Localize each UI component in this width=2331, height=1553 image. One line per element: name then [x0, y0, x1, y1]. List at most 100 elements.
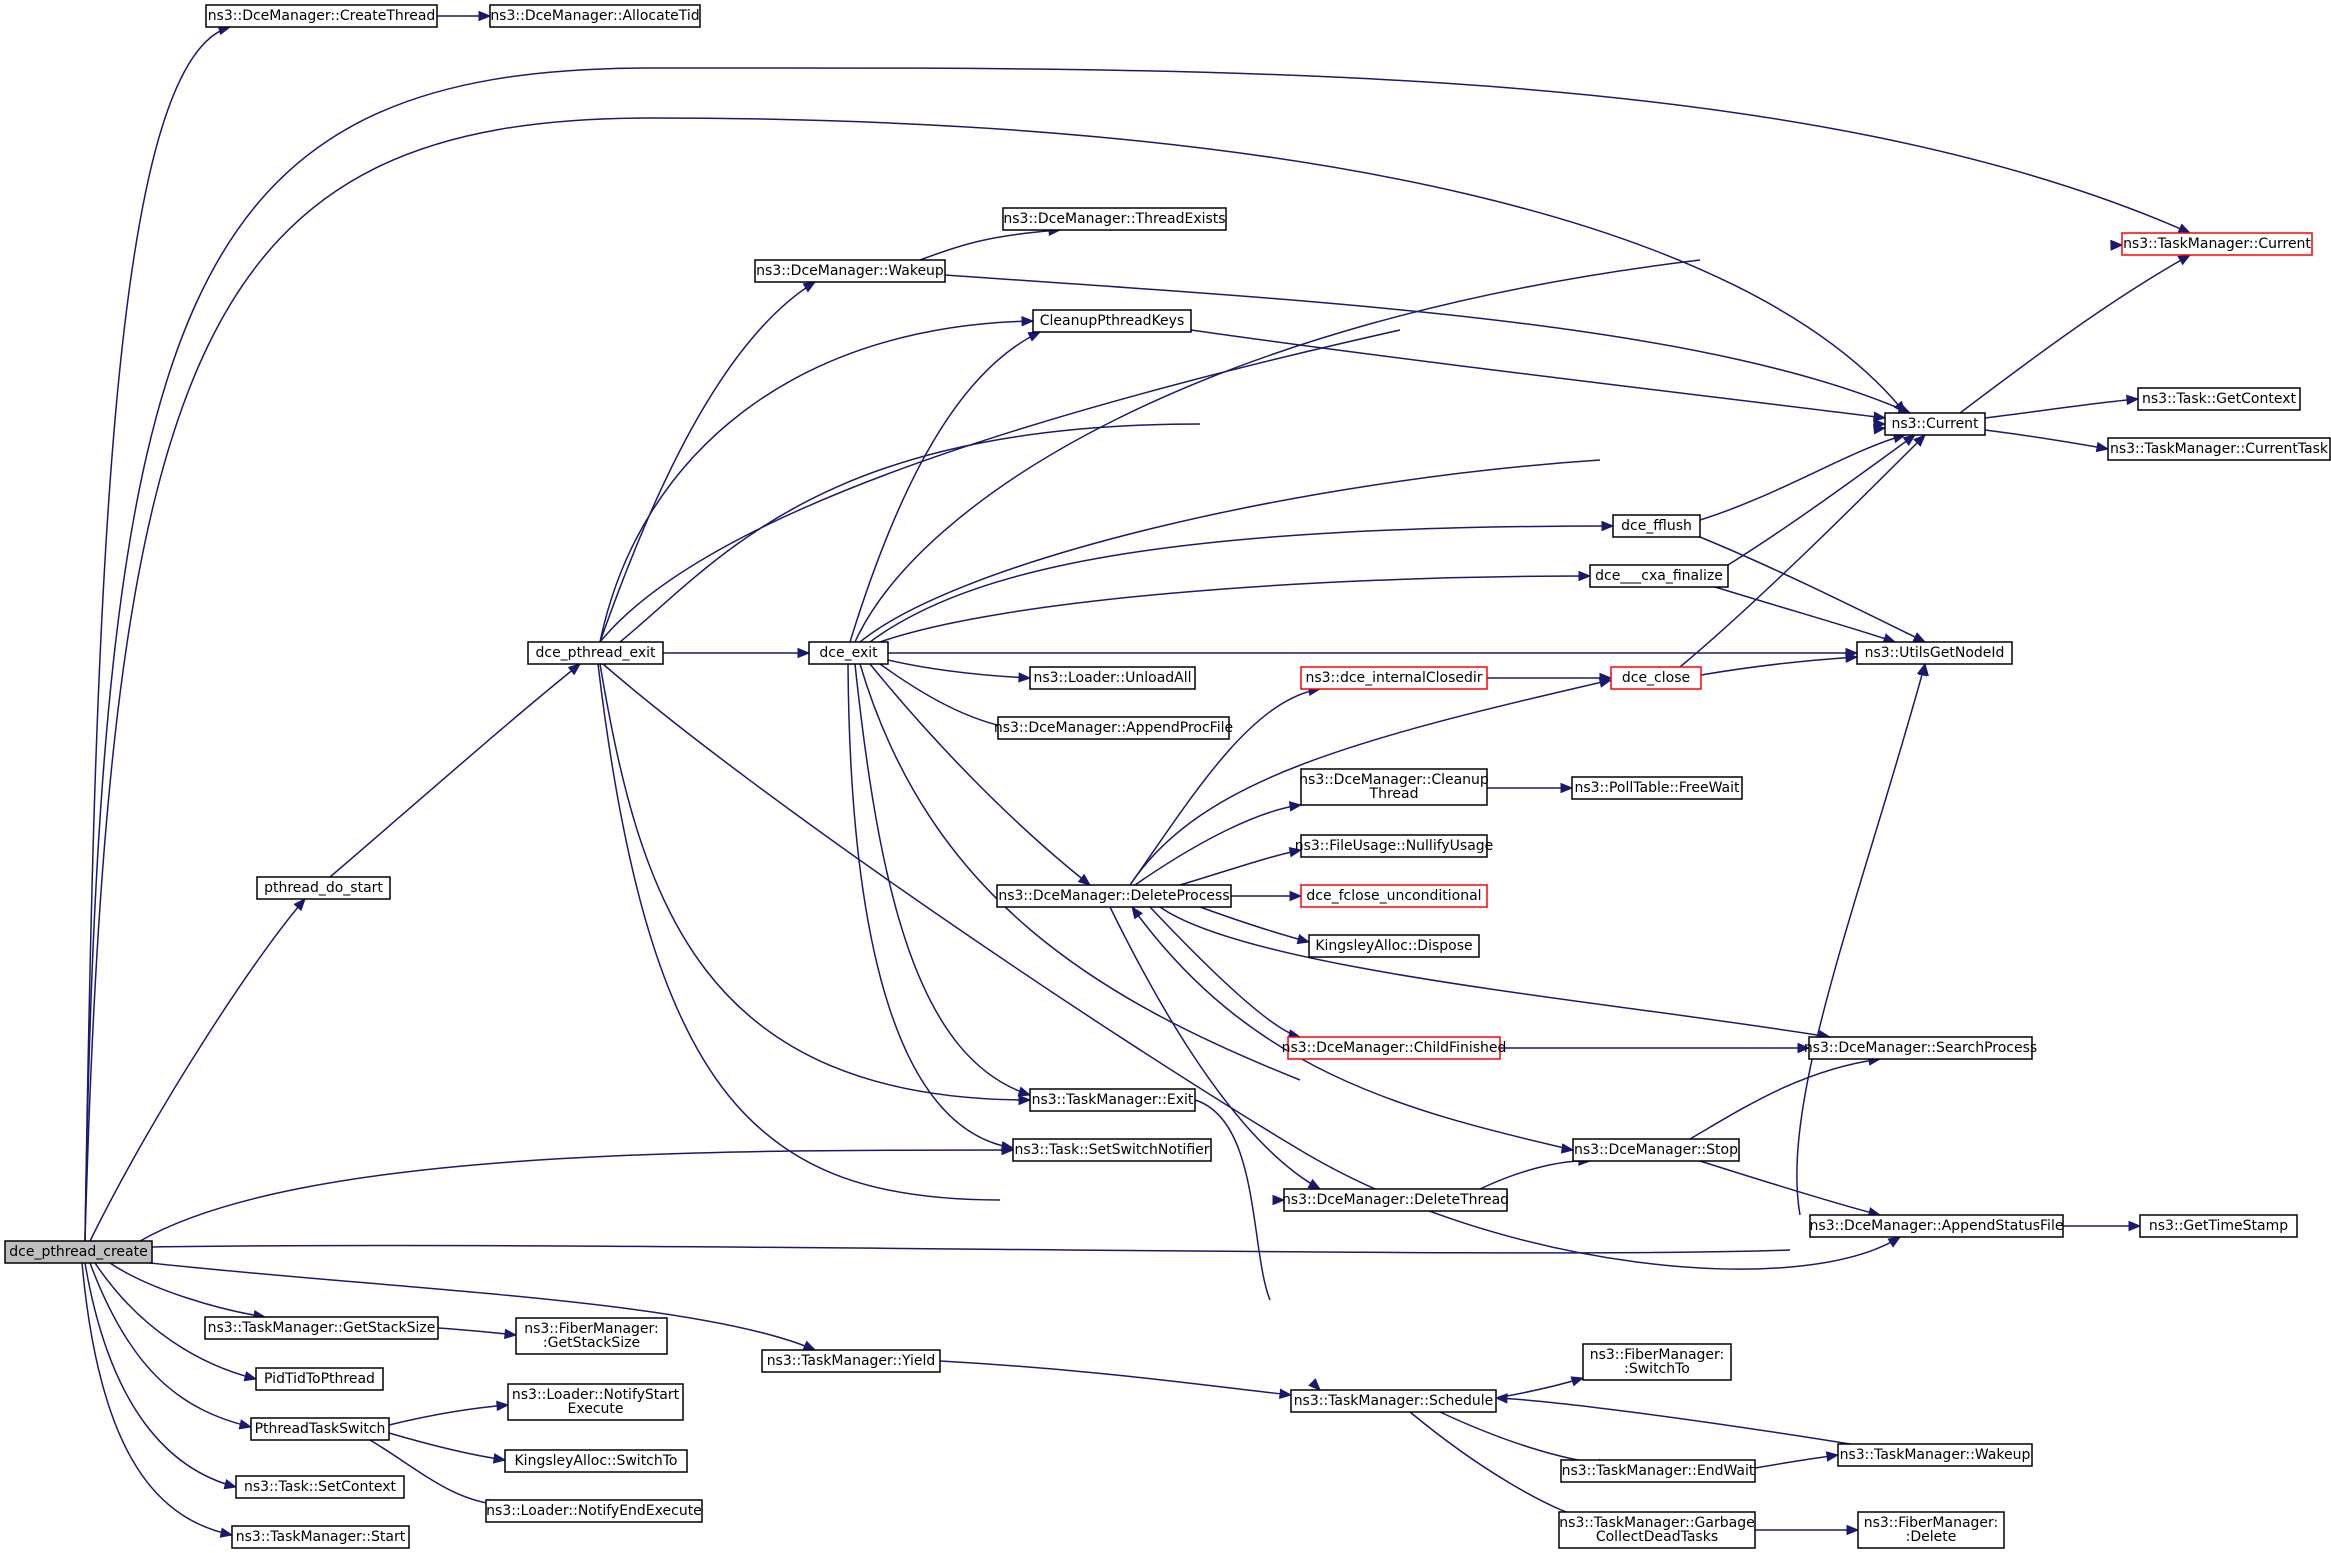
- node-tm-yield[interactable]: ns3::TaskManager::Yield: [761, 1349, 941, 1373]
- node-dce-exit[interactable]: dce_exit: [808, 641, 889, 665]
- node-box[interactable]: [761, 1349, 941, 1373]
- node-box[interactable]: [204, 1316, 439, 1340]
- node-dce-close[interactable]: dce_close: [1610, 666, 1702, 690]
- node-box[interactable]: [504, 1449, 688, 1473]
- node-currenttask[interactable]: ns3::TaskManager::CurrentTask: [2107, 437, 2331, 461]
- node-box[interactable]: [235, 1475, 405, 1499]
- node-unloadall[interactable]: ns3::Loader::UnloadAll: [1029, 666, 1196, 690]
- node-box[interactable]: [2107, 437, 2331, 461]
- node-dm-stop[interactable]: ns3::DceManager::Stop: [1572, 1138, 1740, 1162]
- node-box[interactable]: [1582, 1343, 1732, 1381]
- node-getstacksize[interactable]: ns3::TaskManager::GetStackSize: [204, 1316, 439, 1340]
- node-current[interactable]: ns3::Current: [1884, 412, 1986, 436]
- node-fm-delete[interactable]: ns3::FiberManager::Delete: [1857, 1511, 2005, 1549]
- node-tm-exit[interactable]: ns3::TaskManager::Exit: [1029, 1088, 1196, 1112]
- node-box[interactable]: [1300, 834, 1488, 858]
- node-box[interactable]: [1809, 1214, 2064, 1238]
- node-dce-pthread-exit[interactable]: dce_pthread_exit: [527, 641, 664, 665]
- node-pthreadtaskswitch[interactable]: PthreadTaskSwitch: [250, 1417, 390, 1441]
- node-box[interactable]: [1287, 1036, 1501, 1060]
- node-appendstatusfile[interactable]: ns3::DceManager::AppendStatusFile: [1809, 1214, 2064, 1238]
- node-box[interactable]: [2121, 232, 2313, 256]
- node-box[interactable]: [489, 4, 701, 28]
- node-box[interactable]: [527, 641, 664, 665]
- node-box[interactable]: [1290, 1389, 1497, 1413]
- node-tm-current[interactable]: ns3::TaskManager::Current: [2121, 232, 2313, 256]
- node-box[interactable]: [515, 1317, 668, 1355]
- node-ka-switchto[interactable]: KingsleyAlloc::SwitchTo: [504, 1449, 688, 1473]
- node-box[interactable]: [1571, 776, 1743, 800]
- node-dm-wakeup[interactable]: ns3::DceManager::Wakeup: [754, 259, 946, 283]
- node-getcontext[interactable]: ns3::Task::GetContext: [2137, 387, 2301, 411]
- node-box[interactable]: [1856, 641, 2013, 665]
- node-box[interactable]: [205, 4, 438, 28]
- node-box[interactable]: [1300, 884, 1488, 908]
- node-box[interactable]: [1029, 1088, 1196, 1112]
- node-box[interactable]: [2137, 387, 2301, 411]
- node-box[interactable]: [1560, 1459, 1756, 1483]
- node-box[interactable]: [1884, 412, 1986, 436]
- node-box[interactable]: [1589, 564, 1729, 588]
- node-box[interactable]: [1612, 514, 1701, 538]
- node-childfinished[interactable]: ns3::DceManager::ChildFinished: [1282, 1036, 1507, 1060]
- node-setcontext[interactable]: ns3::Task::SetContext: [235, 1475, 405, 1499]
- node-pidtidtopthread[interactable]: PidTidToPthread: [255, 1367, 384, 1391]
- node-box[interactable]: [1610, 666, 1702, 690]
- node-garbagecollect[interactable]: ns3::TaskManager::GarbageCollectDeadTask…: [1558, 1511, 1756, 1549]
- node-tm-schedule[interactable]: ns3::TaskManager::Schedule: [1290, 1389, 1497, 1413]
- node-appendprocfile[interactable]: ns3::DceManager::AppendProcFile: [994, 716, 1233, 740]
- node-threadexists[interactable]: ns3::DceManager::ThreadExists: [1002, 207, 1227, 231]
- node-box[interactable]: [1857, 1511, 2005, 1549]
- node-box[interactable]: [1002, 207, 1227, 231]
- node-box[interactable]: [808, 641, 889, 665]
- node-box[interactable]: [250, 1417, 390, 1441]
- node-fm-switchto[interactable]: ns3::FiberManager::SwitchTo: [1582, 1343, 1732, 1381]
- node-setswitchnotifier[interactable]: ns3::Task::SetSwitchNotifier: [1012, 1138, 1212, 1162]
- node-box[interactable]: [4, 1240, 153, 1264]
- node-deletethread[interactable]: ns3::DceManager::DeleteThread: [1282, 1188, 1509, 1212]
- node-nullifyusage[interactable]: ns3::FileUsage::NullifyUsage: [1295, 834, 1494, 858]
- node-ka-dispose[interactable]: KingsleyAlloc::Dispose: [1308, 934, 1480, 958]
- node-pthread-do-start[interactable]: pthread_do_start: [256, 876, 391, 900]
- node-box[interactable]: [256, 876, 391, 900]
- node-deleteprocess[interactable]: ns3::DceManager::DeleteProcess: [996, 884, 1232, 908]
- node-box[interactable]: [1283, 1188, 1508, 1212]
- node-tm-wakeup[interactable]: ns3::TaskManager::Wakeup: [1837, 1443, 2033, 1467]
- node-fm-getstacksize[interactable]: ns3::FiberManager::GetStackSize: [515, 1317, 668, 1355]
- node-box[interactable]: [1837, 1443, 2033, 1467]
- node-notifyendexecute[interactable]: ns3::Loader::NotifyEndExecute: [485, 1499, 703, 1523]
- node-box[interactable]: [1808, 1036, 2033, 1060]
- node-box[interactable]: [1572, 1138, 1740, 1162]
- node-box[interactable]: [1300, 666, 1488, 690]
- node-fclose-unc[interactable]: dce_fclose_unconditional: [1300, 884, 1488, 908]
- node-box[interactable]: [2139, 1214, 2298, 1238]
- node-box[interactable]: [996, 884, 1232, 908]
- node-box[interactable]: [997, 716, 1230, 740]
- node-box[interactable]: [1032, 309, 1192, 333]
- node-dce-fflush[interactable]: dce_fflush: [1612, 514, 1701, 538]
- node-endwait[interactable]: ns3::TaskManager::EndWait: [1560, 1459, 1756, 1483]
- node-dce-pthread-create[interactable]: dce_pthread_create: [4, 1240, 153, 1264]
- node-utilsgetnodeid[interactable]: ns3::UtilsGetNodeId: [1856, 641, 2013, 665]
- node-box[interactable]: [485, 1499, 703, 1523]
- node-box[interactable]: [255, 1367, 384, 1391]
- node-box[interactable]: [1012, 1138, 1212, 1162]
- node-searchprocess[interactable]: ns3::DceManager::SearchProcess: [1804, 1036, 2037, 1060]
- node-box[interactable]: [754, 259, 946, 283]
- node-cxa-finalize[interactable]: dce___cxa_finalize: [1589, 564, 1729, 588]
- node-tm-start[interactable]: ns3::TaskManager::Start: [231, 1525, 410, 1549]
- node-internalclosedir[interactable]: ns3::dce_internalClosedir: [1300, 666, 1488, 690]
- node-allocatetid[interactable]: ns3::DceManager::AllocateTid: [489, 4, 701, 28]
- node-cleanuppthreadkeys[interactable]: CleanupPthreadKeys: [1032, 309, 1192, 333]
- node-freewait[interactable]: ns3::PollTable::FreeWait: [1571, 776, 1743, 800]
- node-box[interactable]: [1558, 1511, 1756, 1549]
- node-createthread[interactable]: ns3::DceManager::CreateThread: [205, 4, 438, 28]
- node-box[interactable]: [231, 1525, 410, 1549]
- node-box[interactable]: [507, 1383, 684, 1421]
- node-box[interactable]: [1300, 768, 1488, 806]
- node-box[interactable]: [1308, 934, 1480, 958]
- node-gettimestamp[interactable]: ns3::GetTimeStamp: [2139, 1214, 2298, 1238]
- node-box[interactable]: [1029, 666, 1196, 690]
